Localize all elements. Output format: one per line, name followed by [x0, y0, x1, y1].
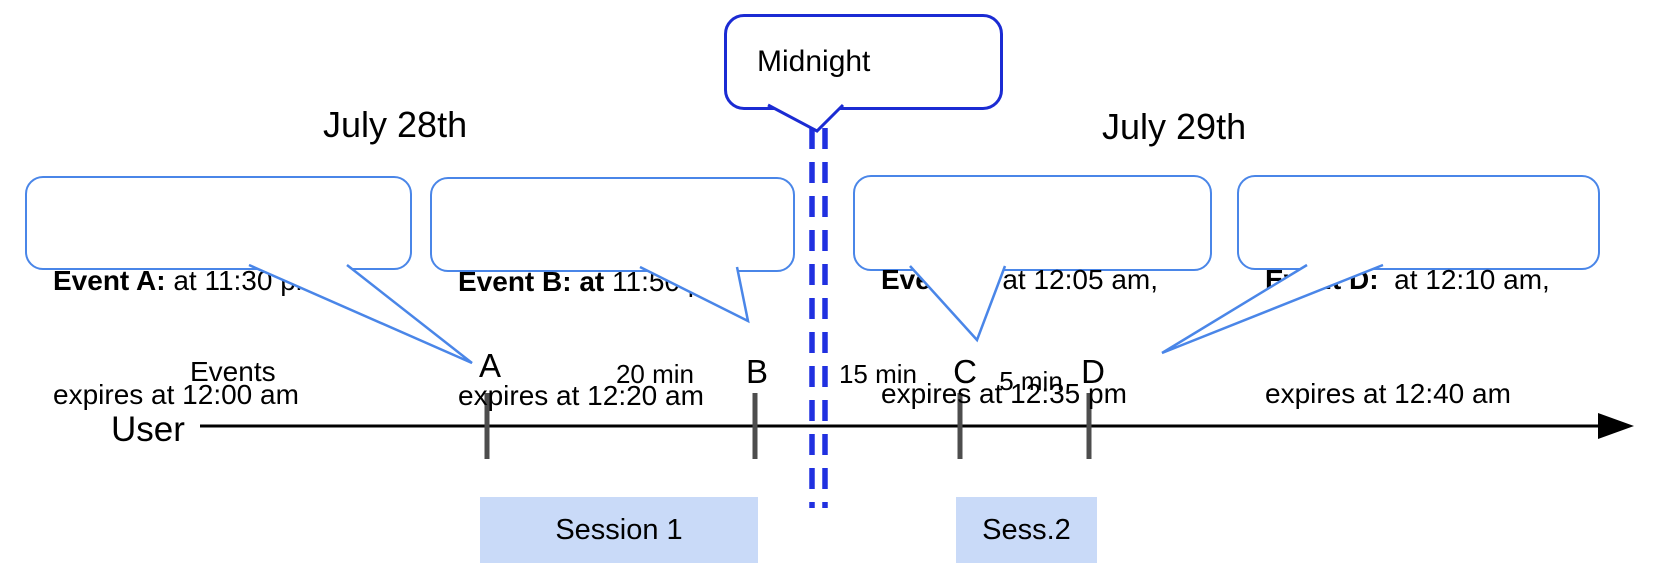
- callout-event-c: Event C: at 12:05 am, expires at 12:35 p…: [853, 175, 1212, 409]
- midnight-callout: Midnight: [724, 14, 1003, 110]
- callout-event-a-line2: expires at 12:00 am: [53, 379, 299, 410]
- session-1-box: Session 1: [480, 497, 758, 563]
- session-1-label: Session 1: [555, 513, 683, 546]
- session-2-label: Sess.2: [982, 513, 1071, 546]
- callout-event-d-line1: Event D: at 12:10 am,: [1265, 264, 1550, 295]
- marker-b: B: [745, 353, 769, 390]
- session-2-box: Sess.2: [956, 497, 1097, 563]
- callout-event-d-title: Event D:: [1265, 264, 1379, 295]
- marker-d: D: [1081, 353, 1105, 390]
- marker-c: C: [953, 353, 977, 390]
- callout-event-b-line1: Event B: at 11:50 pm,: [458, 266, 735, 297]
- callout-event-b-title: Event B: at: [458, 266, 605, 297]
- callout-event-a: Event A: at 11:30 pm, expires at 12:00 a…: [25, 176, 412, 410]
- marker-a: A: [478, 347, 502, 384]
- date-heading-july-28: July 28th: [323, 104, 468, 145]
- events-label: Events: [190, 356, 276, 387]
- callout-event-d: Event D: at 12:10 am, expires at 12:40 a…: [1237, 175, 1600, 409]
- date-heading-july-29: July 29th: [1102, 106, 1247, 147]
- callout-event-a-title: Event A:: [53, 265, 166, 296]
- callout-event-b: Event B: at 11:50 pm, expires at 12:20 a…: [430, 177, 795, 411]
- user-label: User: [111, 410, 185, 449]
- timeline-arrowhead-icon: [1598, 413, 1634, 439]
- interval-20min: 20 min: [615, 359, 695, 389]
- callout-event-c-line1: Event C: at 12:05 am,: [881, 264, 1159, 295]
- callout-event-c-title: Event C:: [881, 264, 995, 295]
- callout-event-a-line1: Event A: at 11:30 pm,: [53, 265, 327, 296]
- callout-event-c-line2: expires at 12:35 pm: [881, 378, 1127, 409]
- interval-5min: 5 min: [999, 366, 1063, 396]
- interval-15min: 15 min: [838, 359, 918, 389]
- midnight-label: Midnight: [757, 45, 871, 78]
- callout-event-d-line2: expires at 12:40 am: [1265, 378, 1511, 409]
- callout-event-b-line2: expires at 12:20 am: [458, 380, 704, 411]
